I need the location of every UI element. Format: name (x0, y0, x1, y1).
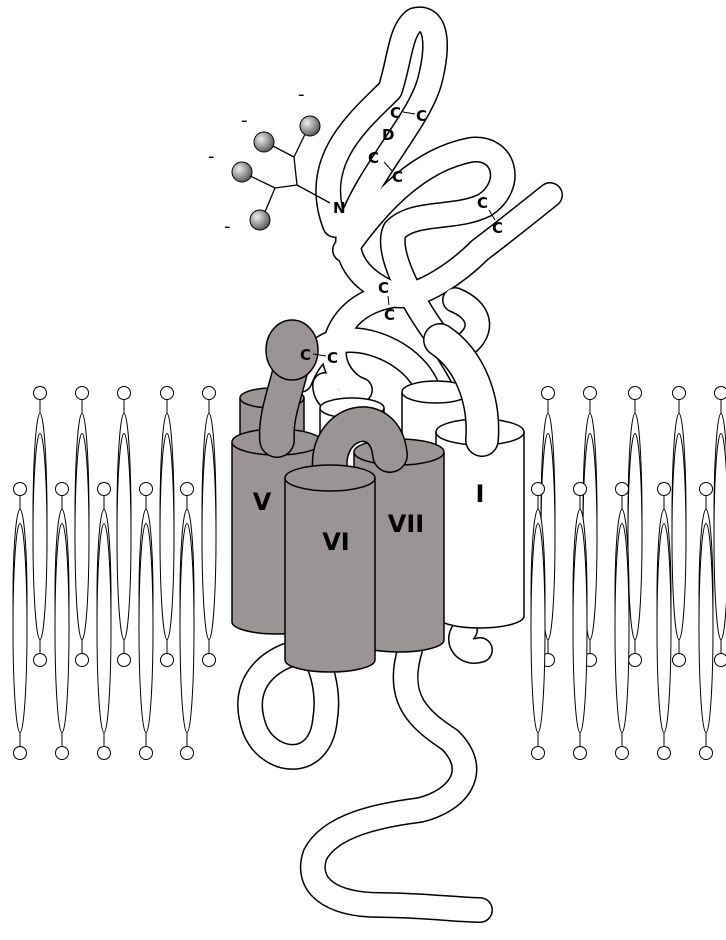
lipid-molecule (97, 524, 111, 760)
sugar-residues (232, 116, 320, 230)
cys-4a: C (378, 279, 389, 297)
charge-3: - (208, 146, 215, 167)
lipid-molecule (180, 524, 194, 760)
sugar-ball-4 (250, 210, 270, 230)
cys-1b: C (416, 107, 427, 125)
helix-VI: VI (285, 465, 375, 672)
lipid-bilayer-left (13, 387, 216, 760)
lipid-molecule (13, 524, 27, 760)
lipid-molecule (75, 434, 89, 667)
helix-VII-label: VII (388, 510, 424, 538)
lipid-bilayer-right (531, 387, 726, 760)
lipid-molecule (628, 434, 642, 667)
helix-V-label: V (253, 488, 272, 516)
lipid-molecule (139, 524, 153, 760)
lipid-molecule (531, 524, 545, 760)
lipid-molecule (160, 434, 174, 667)
charge-4: - (224, 216, 231, 237)
lipid-molecule (33, 434, 47, 667)
lipid-molecule (202, 434, 216, 667)
cys-3b: C (492, 219, 503, 237)
glycosylation-site-n: N (333, 199, 346, 217)
helix-VI-label: VI (322, 528, 350, 556)
lipid-molecule (699, 524, 713, 760)
charge-2: - (241, 110, 248, 131)
cys-1a: C (390, 104, 401, 122)
cys-2b: C (392, 168, 403, 186)
sugar-ball-3 (232, 162, 252, 182)
lipid-molecule (672, 434, 686, 667)
lipid-molecule (714, 434, 726, 667)
residue-d: D (382, 126, 394, 144)
sugar-ball-1 (254, 132, 274, 152)
cys-2a: C (368, 149, 379, 167)
charge-1: - (298, 84, 305, 105)
lipid-molecule (657, 524, 671, 760)
cys-3a: C (477, 194, 488, 212)
lipid-molecule (615, 524, 629, 760)
cys-5a: C (300, 346, 311, 364)
lipid-molecule (55, 524, 69, 760)
helix-I-label: I (476, 480, 485, 508)
lipid-molecule (117, 434, 131, 667)
sugar-ball-2 (300, 116, 320, 136)
cys-4b: C (384, 306, 395, 324)
lipid-molecule (573, 524, 587, 760)
cys-5b: C (327, 349, 338, 367)
